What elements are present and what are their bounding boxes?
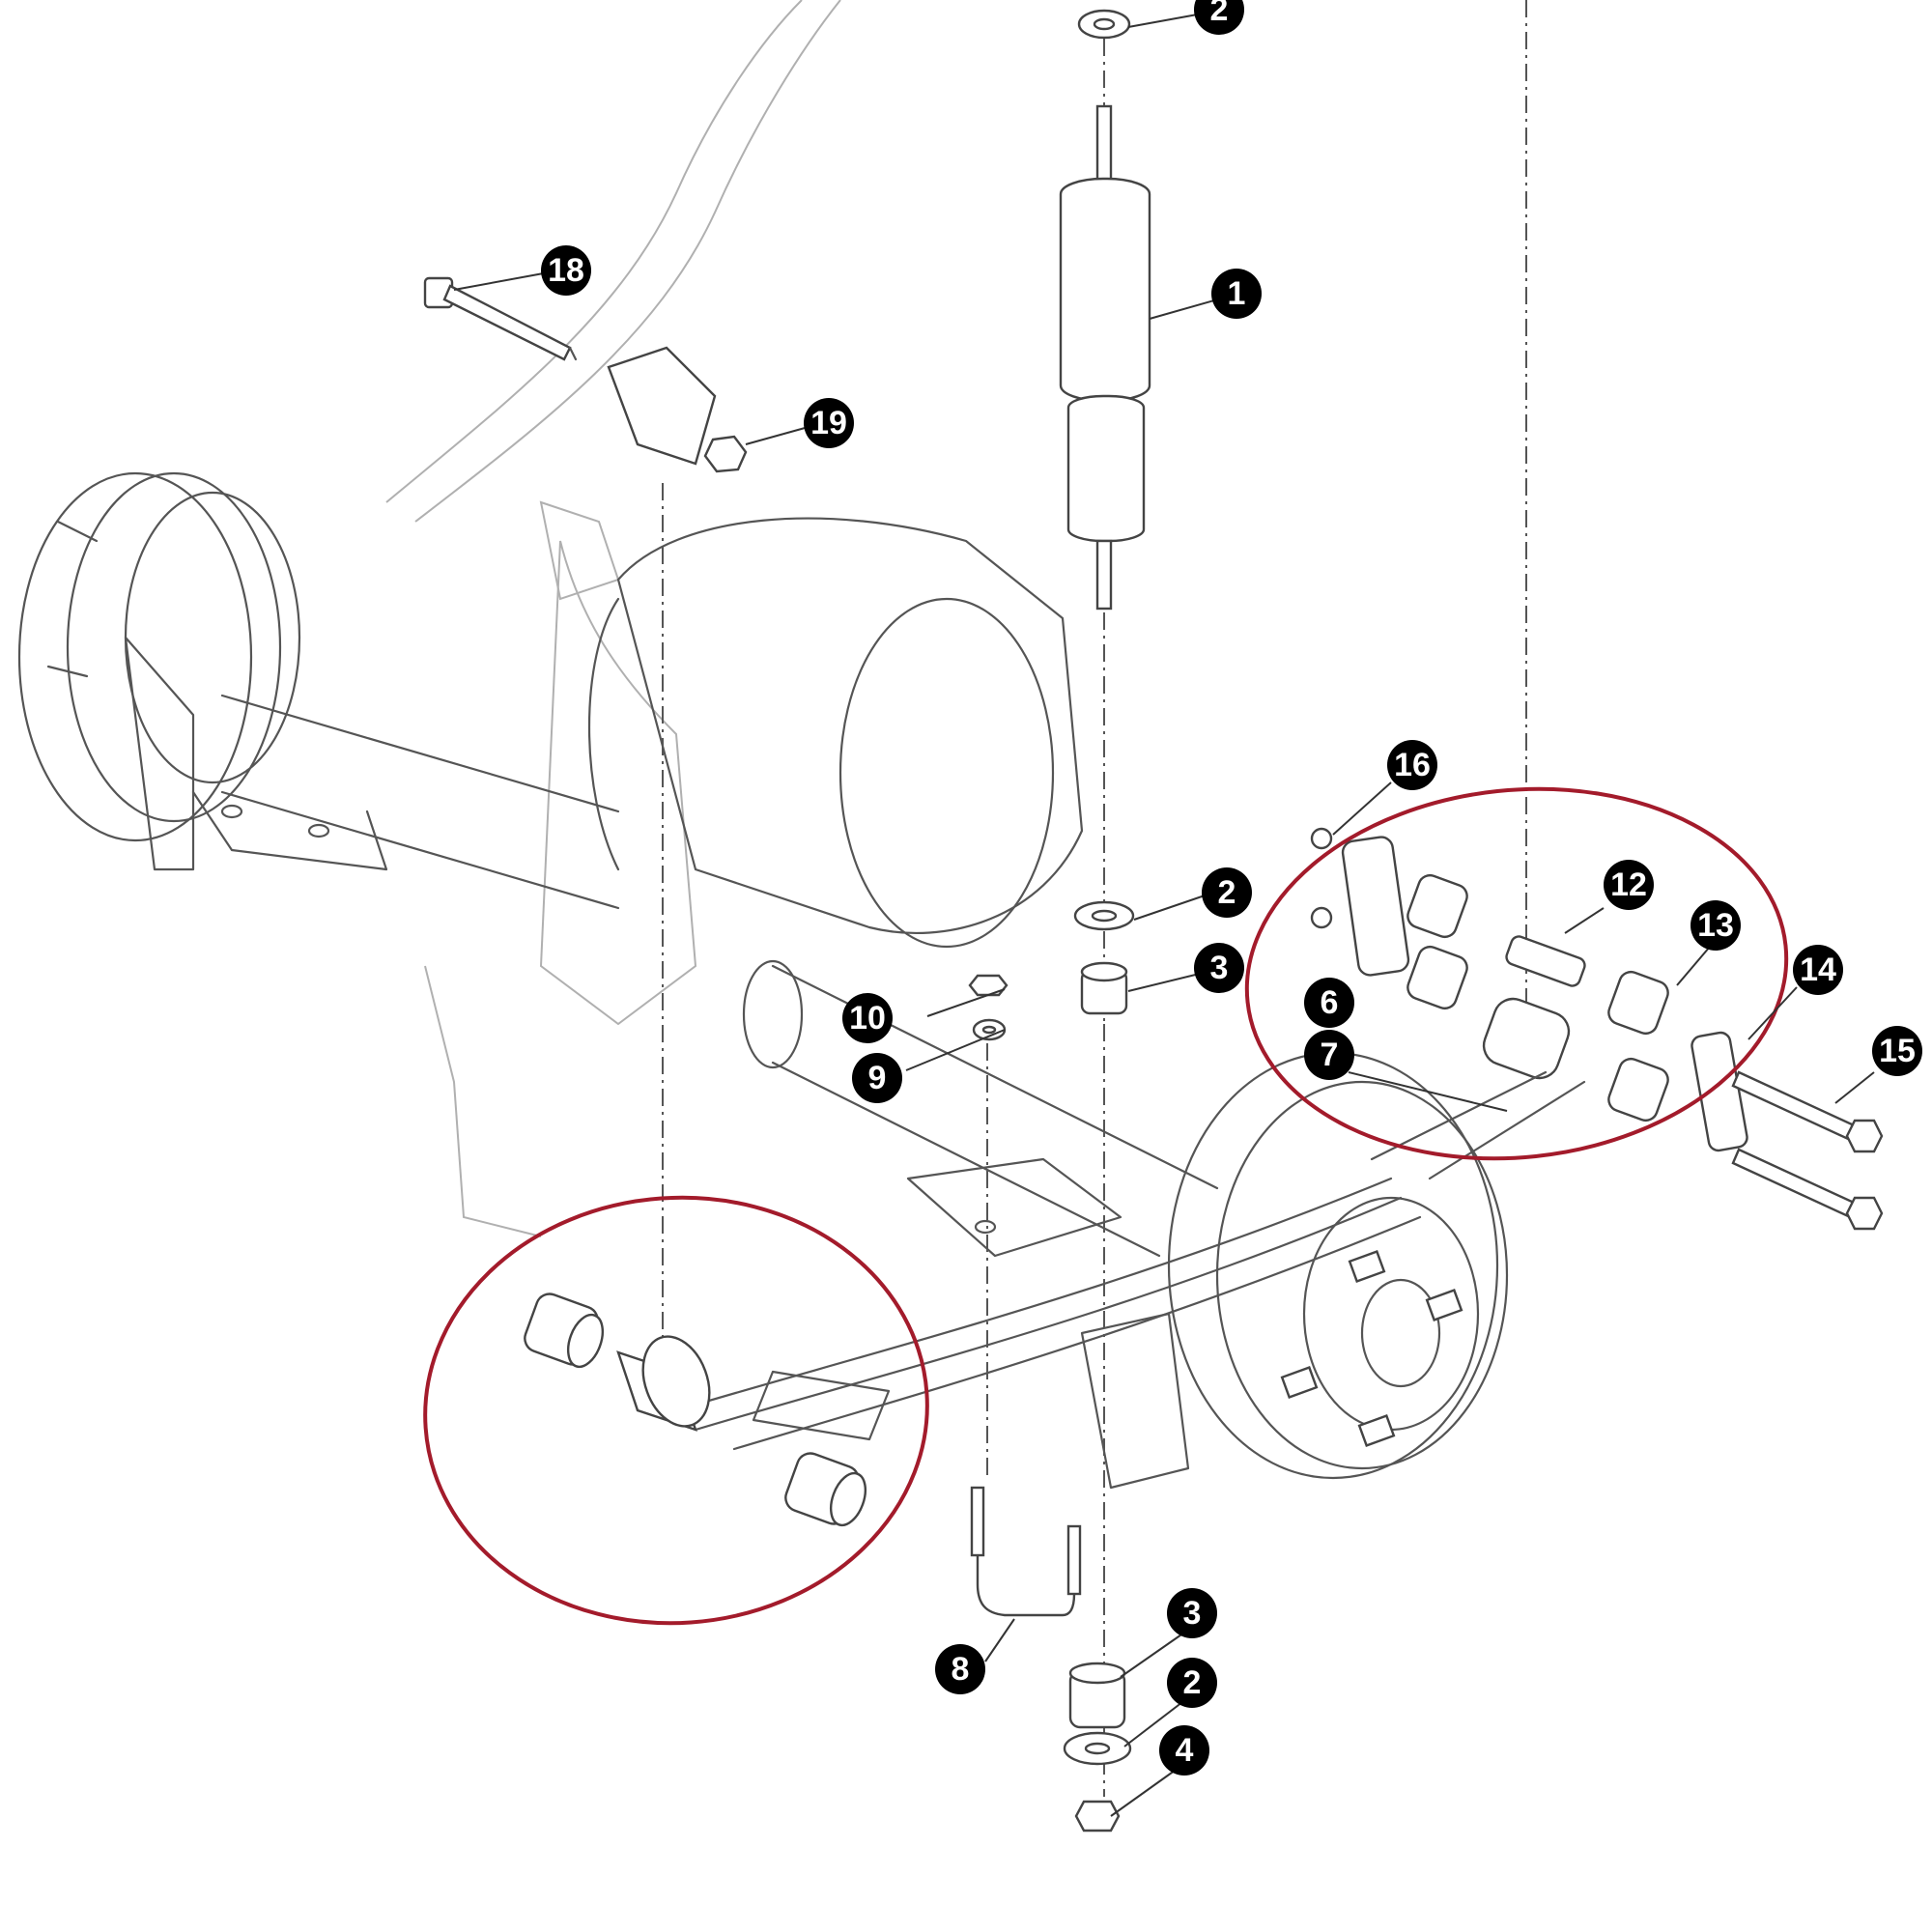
svg-text:2: 2 [1218,874,1236,911]
axle-tube [191,694,1219,1258]
lower-bushing-washer-nut [1063,1662,1132,1833]
frame-bolt-assembly [423,276,748,473]
callout-12: 12 [1604,860,1654,910]
callout-3-bottom: 3 [1167,1588,1217,1638]
callout-13: 13 [1690,900,1741,951]
middle-washer-bushing [1073,900,1135,1015]
svg-text:1: 1 [1228,275,1246,312]
callout-6: 6 [1304,978,1354,1028]
motor-housing [587,517,1084,949]
nut-and-washer [968,974,1009,1041]
callout-2-bottom: 2 [1167,1658,1217,1708]
leaf-spring [674,1177,1422,1451]
leader-lines [453,11,1875,1817]
callout-19: 19 [804,398,854,448]
left-brake-drum [17,471,301,871]
svg-text:14: 14 [1800,952,1836,988]
svg-text:2: 2 [1210,0,1229,28]
svg-text:4: 4 [1176,1732,1194,1769]
svg-text:10: 10 [849,1000,886,1037]
svg-text:6: 6 [1321,984,1339,1021]
svg-text:8: 8 [952,1651,970,1688]
svg-text:19: 19 [810,405,847,441]
vehicle-frame [385,0,841,1237]
svg-text:18: 18 [548,252,584,289]
callout-15: 15 [1872,1026,1922,1076]
svg-text:12: 12 [1610,867,1647,903]
svg-text:13: 13 [1697,907,1734,944]
callout-3-middle: 3 [1194,943,1244,993]
svg-text:15: 15 [1879,1033,1916,1069]
callout-8: 8 [935,1644,985,1694]
svg-text:16: 16 [1394,747,1431,783]
svg-text:3: 3 [1210,950,1229,986]
callout-14: 14 [1793,945,1843,995]
rear-shackle-highlight [1244,786,1789,1161]
top-washer [1077,9,1131,40]
callout-10: 10 [842,993,893,1043]
u-bolt [970,1486,1082,1617]
callout-18: 18 [541,245,591,296]
callout-9: 9 [852,1053,902,1103]
svg-text:3: 3 [1183,1595,1202,1632]
callout-7: 7 [1304,1030,1354,1080]
front-spring-eye-highlight [423,1195,929,1626]
svg-text:9: 9 [868,1060,887,1096]
callout-2-middle: 2 [1202,867,1252,918]
callout-4: 4 [1159,1725,1209,1776]
callout-16: 16 [1387,740,1437,790]
callout-2-top: 2 [1194,0,1244,35]
svg-text:2: 2 [1183,1664,1202,1701]
rear-shackle-assembly [1310,827,1884,1231]
callout-1: 1 [1211,269,1262,319]
front-spring-eye-assembly [524,1293,867,1527]
shock-absorber [1059,104,1151,611]
svg-text:7: 7 [1321,1037,1339,1073]
